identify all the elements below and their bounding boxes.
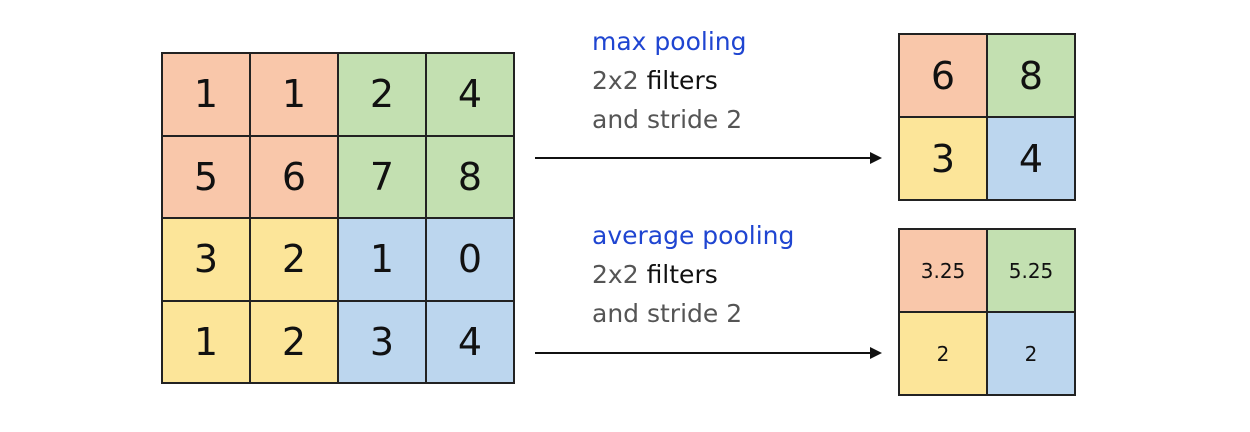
max-output-cell: 6	[899, 34, 987, 117]
input-cell: 2	[250, 218, 338, 301]
max-pooling-filter-line: 2x2 filters	[592, 61, 746, 100]
max-output-cell: 4	[987, 117, 1075, 200]
input-cell: 8	[426, 135, 514, 218]
average-pooling-output: 3.25 5.25 2 2	[898, 228, 1076, 396]
max-pooling-title: max pooling	[592, 27, 747, 56]
average-pooling-stride: and stride 2	[592, 299, 743, 328]
max-pooling-arrow	[535, 152, 882, 164]
avg-output-cell: 2	[987, 312, 1075, 395]
max-pooling-filter-size: 2x2	[592, 66, 639, 95]
average-pooling-filter-word: filters	[646, 260, 718, 289]
input-cell: 4	[426, 300, 514, 383]
avg-output-cell: 3.25	[899, 229, 987, 312]
input-cell: 4	[426, 53, 514, 136]
max-pooling-output: 6 8 3 4	[898, 33, 1076, 201]
input-cell: 1	[338, 218, 426, 301]
input-matrix: 1 1 2 4 5 6 7 8 3 2 1 0 1 2 3 4	[161, 52, 515, 384]
input-cell: 2	[338, 53, 426, 136]
input-cell: 1	[250, 53, 338, 136]
input-cell: 2	[250, 300, 338, 383]
max-pooling-label: max pooling 2x2 filters and stride 2	[592, 22, 746, 139]
max-output-cell: 8	[987, 34, 1075, 117]
avg-output-cell: 2	[899, 312, 987, 395]
average-pooling-label: average pooling 2x2 filters and stride 2	[592, 216, 794, 333]
input-cell: 3	[162, 218, 250, 301]
input-cell: 1	[162, 300, 250, 383]
max-output-cell: 3	[899, 117, 987, 200]
average-pooling-filter-size: 2x2	[592, 260, 639, 289]
input-cell: 1	[162, 53, 250, 136]
average-pooling-arrow	[535, 347, 882, 359]
average-pooling-title: average pooling	[592, 221, 795, 250]
input-cell: 0	[426, 218, 514, 301]
max-pooling-filter-word: filters	[646, 66, 718, 95]
avg-output-cell: 5.25	[987, 229, 1075, 312]
max-pooling-stride: and stride 2	[592, 105, 743, 134]
input-cell: 7	[338, 135, 426, 218]
average-pooling-filter-line: 2x2 filters	[592, 255, 794, 294]
input-cell: 6	[250, 135, 338, 218]
input-cell: 3	[338, 300, 426, 383]
input-cell: 5	[162, 135, 250, 218]
